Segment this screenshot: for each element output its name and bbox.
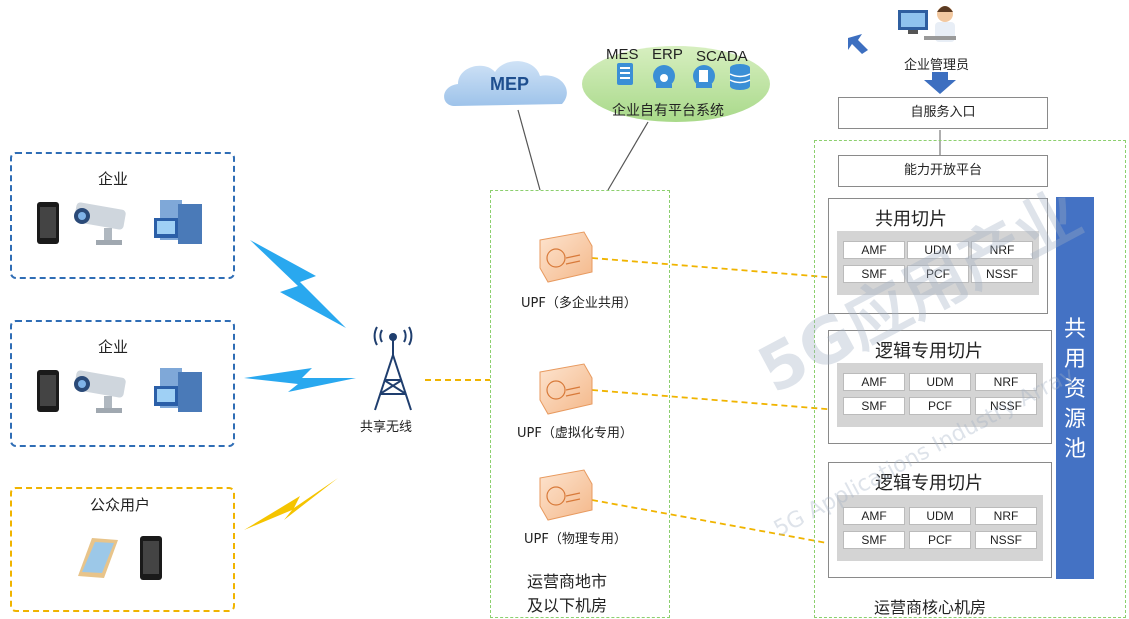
server-icon — [617, 63, 633, 85]
core-room-box — [814, 140, 1126, 618]
nf-pcf: PCF — [907, 265, 969, 283]
nf-amf: AMF — [843, 373, 905, 391]
pool-char: 源 — [1063, 407, 1086, 432]
database-icon — [729, 64, 751, 90]
smartphone-icon — [37, 370, 59, 412]
pool-char: 共 — [1063, 317, 1086, 342]
smartphone-icon — [78, 538, 118, 578]
lightning-icon — [244, 368, 356, 392]
cell-tower-icon — [373, 326, 413, 411]
gear-cloud-icon — [653, 65, 675, 88]
nf-udm: UDM — [909, 507, 971, 525]
scada-label: SCADA — [696, 48, 748, 65]
nf-area: AMF UDM NRF SMF PCF NSSF — [837, 363, 1043, 427]
upf-label: UPF（多企业共用） — [521, 296, 637, 311]
arrow-down-icon — [924, 72, 956, 94]
nf-pcf: PCF — [909, 531, 971, 549]
enterprise-label: 企业 — [98, 338, 129, 356]
admin-label: 企业管理员 — [904, 58, 970, 73]
nf-smf: SMF — [843, 397, 905, 415]
upf-link — [591, 389, 839, 411]
security-camera-icon — [74, 370, 126, 413]
nf-nrf: NRF — [975, 507, 1037, 525]
server-tower-icon — [154, 368, 202, 412]
upf-link — [591, 257, 839, 279]
pool-char: 池 — [1063, 437, 1086, 462]
mep-cloud-icon — [444, 61, 567, 106]
upf-icon — [539, 231, 593, 283]
nf-smf: SMF — [843, 265, 905, 283]
logical-dedicated-slice: 逻辑专用切片 AMF UDM NRF SMF PCF NSSF — [828, 330, 1052, 444]
erp-label: ERP — [652, 46, 683, 63]
pool-char: 用 — [1063, 347, 1086, 372]
upf-link — [591, 499, 839, 546]
arrow-icon — [848, 34, 868, 54]
public-user-label: 公众用户 — [90, 496, 151, 514]
slice-title: 共用切片 — [875, 209, 947, 230]
public-user-box — [10, 487, 235, 612]
pool-char: 资 — [1063, 377, 1086, 402]
upf-label: UPF（虚拟化专用） — [517, 426, 633, 441]
enterprise-box-1 — [10, 152, 235, 279]
nf-smf: SMF — [843, 531, 905, 549]
shared-wireless-label: 共享无线 — [360, 420, 413, 435]
nf-nssf: NSSF — [975, 397, 1037, 415]
smartphone-icon — [37, 202, 59, 244]
nf-area: AMF UDM NRF SMF PCF NSSF — [837, 231, 1039, 295]
security-camera-icon — [74, 202, 126, 245]
nf-amf: AMF — [843, 507, 905, 525]
mep-link-line — [517, 109, 541, 191]
nf-nssf: NSSF — [975, 531, 1037, 549]
upf-icon — [539, 363, 593, 415]
slice-title: 逻辑专用切片 — [875, 473, 983, 494]
platform-caption: 企业自有平台系统 — [612, 103, 724, 119]
nf-area: AMF UDM NRF SMF PCF NSSF — [837, 495, 1043, 561]
enterprise-box-2 — [10, 320, 235, 447]
shared-slice: 共用切片 AMF UDM NRF SMF PCF NSSF — [828, 198, 1048, 314]
nf-udm: UDM — [907, 241, 969, 259]
upf-icon — [539, 469, 593, 521]
document-cloud-icon — [693, 65, 715, 88]
nf-amf: AMF — [843, 241, 905, 259]
slice-title: 逻辑专用切片 — [875, 341, 983, 362]
nf-nssf: NSSF — [971, 265, 1033, 283]
upf-label: UPF（物理专用） — [524, 532, 627, 547]
shared-resource-pool: 共 用 资 源 池 — [1056, 197, 1094, 579]
nf-pcf: PCF — [909, 397, 971, 415]
local-room-label-1: 运营商地市 — [527, 572, 608, 591]
capability-exposure-platform: 能力开放平台 — [838, 155, 1048, 187]
local-room-label-2: 及以下机房 — [527, 596, 608, 615]
smartphone-icon — [140, 536, 162, 580]
nf-nrf: NRF — [975, 373, 1037, 391]
server-tower-icon — [154, 200, 202, 244]
local-room-box — [490, 190, 670, 618]
lightning-icon — [250, 240, 346, 328]
lightning-icon — [244, 478, 338, 530]
admin-person-icon — [898, 6, 956, 42]
core-room-label: 运营商核心机房 — [874, 598, 987, 617]
enterprise-label: 企业 — [98, 170, 129, 188]
logical-dedicated-slice: 逻辑专用切片 AMF UDM NRF SMF PCF NSSF — [828, 462, 1052, 578]
mep-label: MEP — [490, 74, 530, 94]
nf-udm: UDM — [909, 373, 971, 391]
self-service-entry: 自服务入口 — [838, 97, 1048, 129]
mes-label: MES — [606, 46, 639, 63]
platform-link-line — [607, 121, 649, 191]
nf-nrf: NRF — [971, 241, 1033, 259]
